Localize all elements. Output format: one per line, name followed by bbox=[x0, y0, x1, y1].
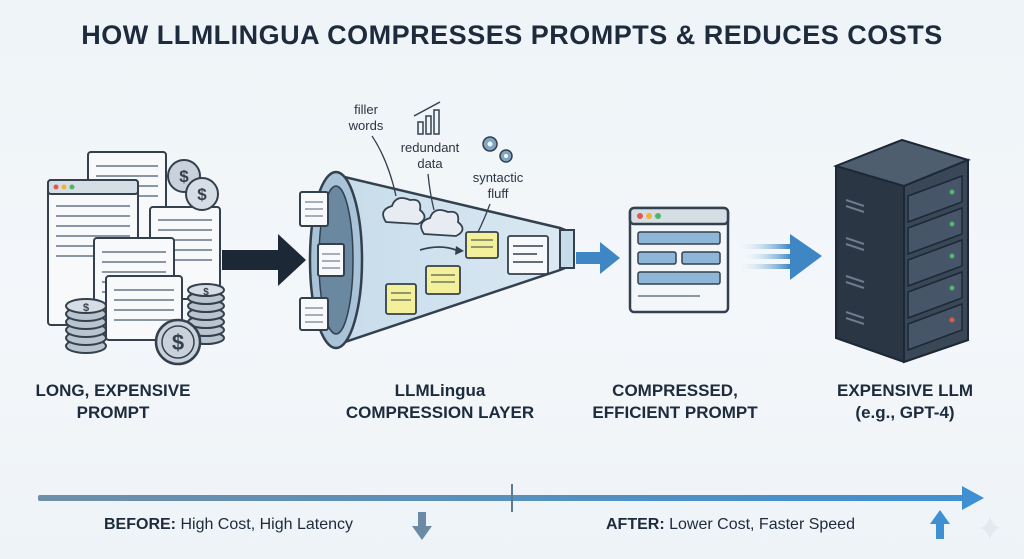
dollar-coin-icon: $ bbox=[185, 177, 219, 211]
stage-label-line: LONG, EXPENSIVE bbox=[35, 381, 191, 400]
flow-arrow-icon bbox=[740, 234, 822, 280]
before-label: BEFORE: bbox=[104, 516, 176, 533]
svg-text:$: $ bbox=[179, 167, 189, 186]
svg-text:$: $ bbox=[83, 302, 89, 314]
stage-label-line: (e.g., GPT-4) bbox=[855, 403, 955, 422]
svg-text:$: $ bbox=[172, 330, 184, 355]
coin-stack-icon: $ bbox=[65, 298, 107, 354]
page-title: HOW LLMLINGUA COMPRESSES PROMPTS & REDUC… bbox=[81, 20, 943, 50]
coin-stack-icon: $ bbox=[187, 283, 225, 345]
after-caption: AFTER: Lower Cost, Faster Speed bbox=[606, 516, 855, 534]
dollar-coin-icon: $ bbox=[154, 318, 202, 366]
stage-label-long-prompt: LONG, EXPENSIVE PROMPT bbox=[18, 380, 208, 424]
callout-syntactic-line2: fluff bbox=[488, 186, 509, 201]
callout-redundant-line2: data bbox=[417, 156, 443, 171]
long-prompt-group: $ $ $ bbox=[47, 151, 225, 366]
compression-funnel-icon bbox=[299, 170, 575, 350]
server-rack-icon bbox=[832, 138, 971, 364]
svg-text:$: $ bbox=[197, 185, 207, 204]
stage-label-line: EXPENSIVE LLM bbox=[836, 381, 974, 400]
before-caption: BEFORE: High Cost, High Latency bbox=[104, 516, 353, 534]
callout-filler-line2: words bbox=[348, 118, 384, 133]
sparkle-icon bbox=[980, 516, 1000, 540]
timeline-bar bbox=[38, 484, 984, 512]
flow-arrow-icon bbox=[576, 242, 620, 274]
arrow-up-icon bbox=[930, 510, 950, 539]
svg-text:$: $ bbox=[203, 287, 209, 298]
callout-filler-line1: filler bbox=[354, 102, 379, 117]
stage-label-line: COMPRESSION LAYER bbox=[345, 403, 535, 422]
stage-label-compression-layer: LLMLingua COMPRESSION LAYER bbox=[320, 380, 560, 424]
compressed-prompt-window-icon bbox=[628, 206, 730, 314]
stage-label-line: COMPRESSED, bbox=[612, 381, 738, 400]
stage-label-line: EFFICIENT PROMPT bbox=[592, 403, 758, 422]
after-label: AFTER: bbox=[606, 516, 665, 533]
callout-redundant-line1: redundant bbox=[401, 140, 460, 155]
bar-chart-icon bbox=[413, 101, 441, 135]
before-text: High Cost, High Latency bbox=[180, 516, 353, 533]
after-text: Lower Cost, Faster Speed bbox=[669, 516, 855, 533]
arrow-down-icon bbox=[412, 512, 432, 540]
gears-icon bbox=[482, 136, 513, 163]
stage-label-expensive-llm: EXPENSIVE LLM (e.g., GPT-4) bbox=[810, 380, 1000, 424]
callout-syntactic-line1: syntactic bbox=[473, 170, 524, 185]
stage-label-line: PROMPT bbox=[76, 403, 150, 422]
stage-label-line: LLMLingua bbox=[394, 381, 486, 400]
stage-label-compressed-prompt: COMPRESSED, EFFICIENT PROMPT bbox=[585, 380, 765, 424]
callout-leader-lines bbox=[371, 135, 491, 233]
flow-arrow-icon bbox=[222, 234, 306, 286]
